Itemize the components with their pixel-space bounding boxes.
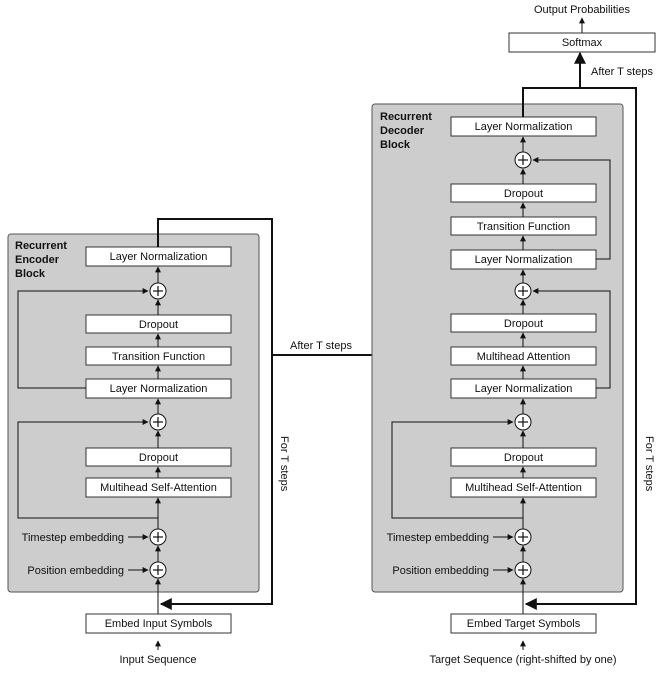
decoder-loop-label: For T steps <box>643 436 655 492</box>
encoder-flow-arrows <box>17 266 161 650</box>
output-after-steps-label: After T steps <box>591 66 653 78</box>
encoder-add-node-position <box>149 561 167 579</box>
decoder-embed-label: Embed Target Symbols <box>467 618 581 630</box>
encoder-loop-label: For T steps <box>278 436 290 492</box>
decoder-title-line-1: Recurrent <box>380 111 432 123</box>
decoder-dropout-bottom-label: Dropout <box>504 452 543 464</box>
encoder-self-attention-label: Multihead Self-Attention <box>100 482 217 494</box>
decoder-embed-box <box>450 613 597 634</box>
decoder-recurrence-loop <box>522 87 637 610</box>
decoder-input-label: Target Sequence (right-shifted by one) <box>429 654 616 666</box>
encoder-layer-norm-top-label: Layer Normalization <box>110 251 208 263</box>
decoder-add-node-position <box>514 561 532 579</box>
encoder-title-line-1: Recurrent <box>15 240 67 252</box>
decoder-add-node-top <box>514 151 532 169</box>
encoder-title-line-2: Encoder <box>15 254 60 266</box>
decoder-layer-norm-top-label: Layer Normalization <box>475 121 573 133</box>
decoder-add-node-upper <box>514 282 532 300</box>
decoder-add-node-timestep <box>514 528 532 546</box>
decoder-timestep-embedding-label: Timestep embedding <box>387 532 489 544</box>
encoder-recurrence-loop <box>157 218 273 610</box>
decoder-flow-arrows <box>391 136 611 650</box>
decoder-dropout-top-label: Dropout <box>504 188 543 200</box>
encoder-layer-norm-mid-label: Layer Normalization <box>110 383 208 395</box>
encoder-position-embedding-label: Position embedding <box>27 565 124 577</box>
decoder-add-node-lower <box>514 413 532 431</box>
encoder-add-node-mid <box>149 413 167 431</box>
encoder-dropout-bottom-label: Dropout <box>139 452 178 464</box>
encoder-add-node-top <box>149 282 167 300</box>
decoder-layer-norm-2-label: Layer Normalization <box>475 383 573 395</box>
decoder-position-embedding-label: Position embedding <box>392 565 489 577</box>
encoder-add-node-timestep <box>149 528 167 546</box>
bridge-after-steps-label: After T steps <box>290 340 352 352</box>
decoder-title-line-3: Block <box>380 139 411 151</box>
decoder-transition-label: Transition Function <box>477 221 570 233</box>
decoder-self-attention-label: Multihead Self-Attention <box>465 482 582 494</box>
encoder-embed-box <box>85 613 232 634</box>
encoder-dropout-top-label: Dropout <box>139 319 178 331</box>
softmax-label: Softmax <box>562 37 603 49</box>
encoder-timestep-embedding-label: Timestep embedding <box>22 532 124 544</box>
encoder-embed-label: Embed Input Symbols <box>105 618 213 630</box>
decoder-layer-norm-3-label: Layer Normalization <box>475 254 573 266</box>
encoder-input-label: Input Sequence <box>119 654 196 666</box>
decoder-dropout-mid-label: Dropout <box>504 318 543 330</box>
output-probabilities-label: Output Probabilities <box>534 4 630 16</box>
encoder-title-line-3: Block <box>15 268 46 280</box>
decoder-attention-label: Multihead Attention <box>477 351 571 363</box>
encoder-transition-label: Transition Function <box>112 351 205 363</box>
decoder-title-line-2: Decoder <box>380 125 425 137</box>
